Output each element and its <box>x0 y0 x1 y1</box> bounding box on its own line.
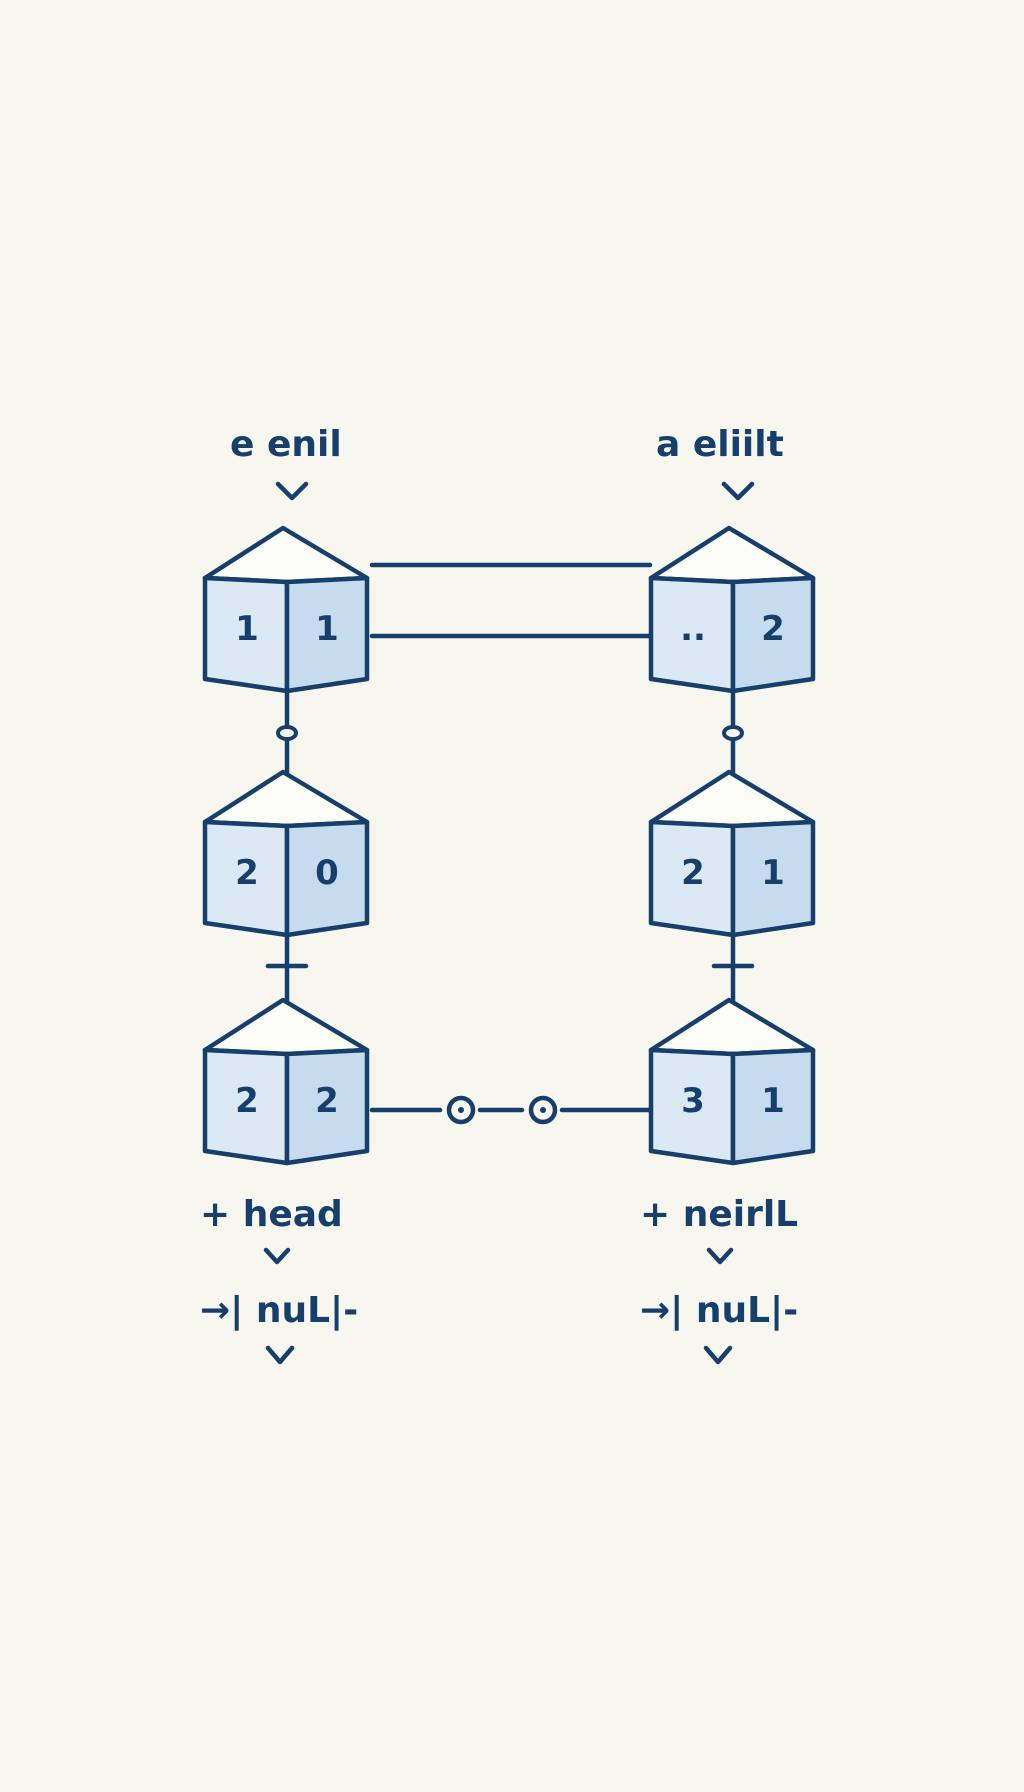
cube-right-face <box>284 1047 370 1166</box>
node-right-value: 1 <box>315 609 339 649</box>
top-right-label: a eliilt <box>656 424 784 465</box>
node-right-value: 1 <box>761 1081 785 1121</box>
cube-right-face <box>730 575 816 694</box>
cube-top-face <box>202 997 370 1057</box>
node-left-value: 2 <box>235 1081 259 1121</box>
bottom-left-head-label: + head <box>200 1194 343 1235</box>
cube-top-face <box>648 525 816 585</box>
cube-top-face <box>202 769 370 829</box>
bottom-left-chevron-icon-1 <box>263 1247 291 1265</box>
top-right-chevron-icon <box>721 481 755 501</box>
bottom-right-chevron-icon-2 <box>703 1345 733 1365</box>
top-left-chevron-icon <box>275 481 309 501</box>
right-link-knot-1 <box>722 725 744 741</box>
bottom-link-ring-2-dot <box>540 1107 546 1113</box>
bottom-left-chevron-icon-2 <box>265 1345 295 1365</box>
top-left-label: e enil <box>230 424 342 465</box>
bottom-left-null-label: →| nuL|- <box>200 1290 358 1331</box>
node-left-value: 1 <box>235 609 259 649</box>
node-right-value: 2 <box>761 609 785 649</box>
cube-right-face <box>284 575 370 694</box>
cube-top-face <box>648 769 816 829</box>
cube-right-face <box>284 819 370 938</box>
node-left-value: 2 <box>681 853 705 893</box>
right-col-node-1: .. 2 <box>648 525 816 694</box>
cube-right-face <box>730 819 816 938</box>
node-left-value: .. <box>680 609 706 649</box>
bottom-right-null-label: →| nuL|- <box>640 1290 798 1331</box>
cube-top-face <box>648 997 816 1057</box>
cube-top-face <box>202 525 370 585</box>
node-left-value: 2 <box>235 853 259 893</box>
node-right-value: 0 <box>315 853 339 893</box>
bottom-link-ring-1-dot <box>458 1107 464 1113</box>
node-left-value: 3 <box>681 1081 705 1121</box>
left-link-knot-1 <box>276 725 298 741</box>
node-right-value: 1 <box>761 853 785 893</box>
cube-right-face <box>730 1047 816 1166</box>
node-right-value: 2 <box>315 1081 339 1121</box>
bottom-right-chevron-icon-1 <box>706 1247 734 1265</box>
bottom-right-head-label: + neirlL <box>640 1194 798 1235</box>
